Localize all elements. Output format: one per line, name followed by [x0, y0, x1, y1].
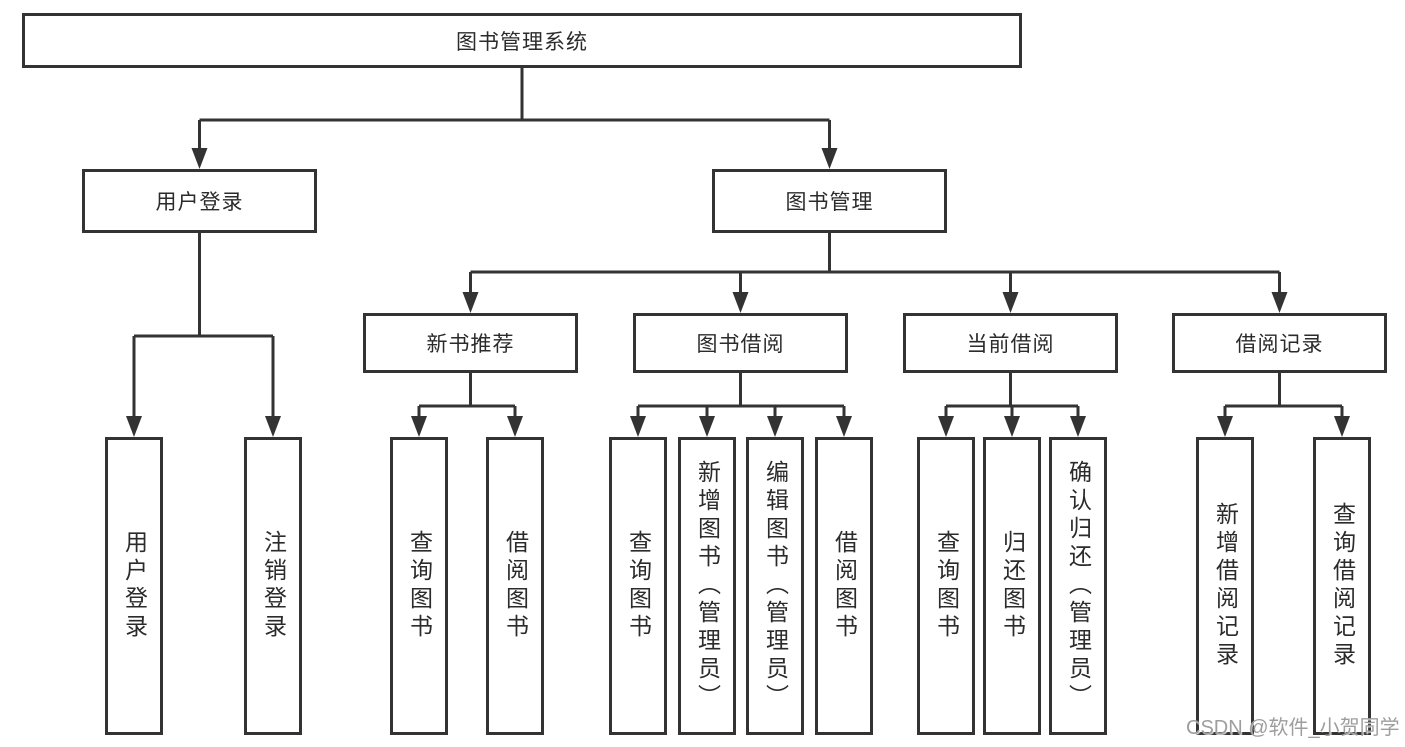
connector-book-borrow-children — [636, 373, 846, 420]
node-leaf-return-book: 归还图书 — [983, 437, 1041, 735]
node-label: 借阅图书 — [502, 530, 529, 642]
arrowhead — [836, 416, 852, 437]
connector-new-book-children — [417, 373, 517, 420]
arrowhead — [462, 292, 479, 313]
arrowhead — [699, 416, 715, 437]
node-new-book-recommend: 新书推荐 — [363, 313, 578, 373]
arrowhead — [507, 416, 523, 437]
node-label: 查询图书 — [406, 530, 433, 642]
connector-book-management-groups — [469, 233, 1281, 296]
node-leaf-user-login: 用户登录 — [105, 437, 163, 735]
node-label: 归还图书 — [999, 530, 1026, 642]
node-leaf-query-borrow-record: 查询借阅记录 — [1313, 437, 1371, 735]
arrowhead — [411, 416, 427, 437]
node-label: 查询借阅记录 — [1329, 502, 1356, 670]
node-user-login-branch: 用户登录 — [82, 169, 317, 233]
node-leaf-query-books-current: 查询图书 — [917, 437, 975, 735]
connector-user-login-children — [132, 233, 275, 420]
node-leaf-logout: 注销登录 — [244, 437, 302, 735]
arrowhead — [1002, 292, 1019, 313]
arrowhead — [265, 416, 281, 437]
node-label: 新增借阅记录 — [1212, 502, 1239, 670]
arrowhead — [191, 148, 208, 169]
connector-borrow-records-children — [1223, 373, 1344, 420]
arrowhead — [1004, 416, 1020, 437]
node-library-system: 图书管理系统 — [22, 13, 1022, 68]
node-label: 用户登录 — [121, 530, 148, 642]
arrowhead — [732, 292, 749, 313]
arrowhead — [630, 416, 646, 437]
arrowhead — [1271, 292, 1288, 313]
node-label: 编辑图书（管理员） — [762, 460, 789, 712]
node-label: 注销登录 — [260, 530, 287, 642]
arrowhead — [126, 416, 142, 437]
node-leaf-borrow-books: 借阅图书 — [815, 437, 873, 735]
arrowhead — [821, 148, 838, 169]
arrowhead — [1334, 416, 1350, 437]
node-leaf-edit-book-admin: 编辑图书（管理员） — [746, 437, 804, 735]
node-leaf-borrow-books-recommend: 借阅图书 — [486, 437, 544, 735]
csdn-watermark: CSDN @软件_小贺同学 — [1186, 717, 1400, 739]
node-borrow-records: 借阅记录 — [1172, 313, 1387, 373]
connector-root-to-level2 — [198, 68, 831, 152]
arrowhead — [767, 416, 783, 437]
node-book-borrow: 图书借阅 — [633, 313, 848, 373]
node-current-borrow: 当前借阅 — [903, 313, 1118, 373]
arrowhead — [1070, 416, 1086, 437]
node-label: 查询图书 — [625, 530, 652, 642]
node-leaf-add-borrow-record: 新增借阅记录 — [1196, 437, 1254, 735]
node-book-management-branch: 图书管理 — [712, 169, 947, 233]
node-leaf-query-books-borrow: 查询图书 — [609, 437, 667, 735]
node-leaf-query-books-recommend: 查询图书 — [390, 437, 448, 735]
connector-lines — [132, 68, 1344, 420]
node-label: 查询图书 — [933, 530, 960, 642]
arrowhead — [938, 416, 954, 437]
node-leaf-confirm-return-admin: 确认归还（管理员） — [1049, 437, 1107, 735]
node-label: 确认归还（管理员） — [1065, 460, 1092, 712]
node-label: 借阅图书 — [831, 530, 858, 642]
node-leaf-add-book-admin: 新增图书（管理员） — [678, 437, 736, 735]
node-label: 新增图书（管理员） — [694, 460, 721, 712]
connector-current-borrow-children — [944, 373, 1080, 420]
arrowhead — [1217, 416, 1233, 437]
arrowheads — [126, 148, 1350, 437]
